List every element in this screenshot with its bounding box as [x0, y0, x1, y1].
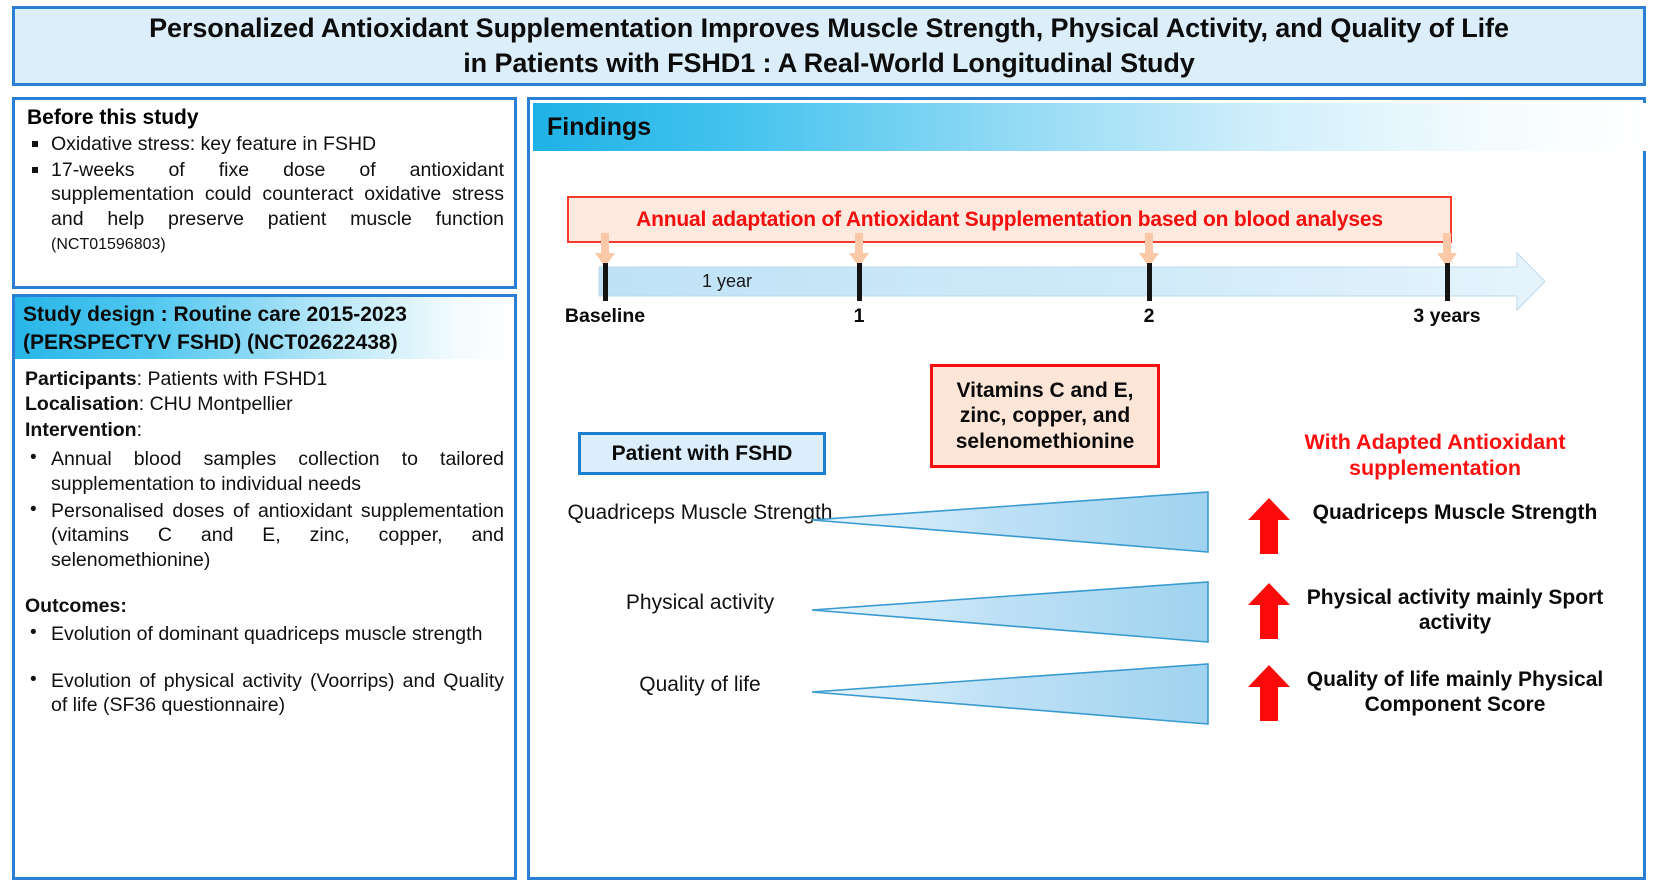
intervention-list: Annual blood samples collection to tailo…	[25, 446, 504, 573]
participants-label: Participants	[25, 368, 137, 390]
findings-header: Findings	[533, 103, 1646, 151]
with-adapted-antioxidant-headline: With Adapted Antioxidant supplementation	[1275, 430, 1595, 482]
outcomes-list: Evolution of dominant quadriceps muscle …	[25, 621, 504, 719]
study-design-box: Study design : Routine care 2015-2023 (P…	[12, 294, 517, 880]
before-this-study-box: Before this study Oxidative stress: key …	[12, 97, 517, 289]
timeline: 1 year Baseline 1 2 3 years	[527, 233, 1646, 353]
participants-row: Participants: Patients with FSHD1	[25, 367, 504, 392]
participants-value: : Patients with FSHD1	[136, 368, 328, 390]
before-this-study-list: Oxidative stress: key feature in FSHD 17…	[25, 132, 504, 256]
timeline-label-3: 3 years	[1413, 305, 1481, 327]
timeline-tick-3	[1445, 263, 1450, 301]
bullet-text: 17-weeks of fixe dose of antioxidant sup…	[51, 158, 504, 230]
up-arrow-icon	[1248, 583, 1290, 639]
outcomes-label: Outcomes:	[25, 594, 127, 617]
page-title: Personalized Antioxidant Supplementation…	[149, 11, 1509, 80]
outcome-label-quality-of-life: Quality of life	[639, 673, 761, 696]
study-design-body: Participants: Patients with FSHD1 Locali…	[15, 359, 514, 718]
vitamins-box: Vitamins C and E, zinc, copper, and sele…	[930, 364, 1160, 468]
intervention-value: :	[136, 418, 143, 441]
outcome-result-quality-of-life: Quality of life mainly Physical Componen…	[1306, 668, 1604, 717]
patient-with-fshd-text: Patient with FSHD	[611, 441, 793, 465]
adapted-headline-line-1: With Adapted Antioxidant	[1304, 430, 1566, 454]
findings-title: Findings	[547, 112, 652, 141]
wedge-quadriceps	[811, 491, 1209, 553]
wedge-quality-of-life	[811, 663, 1209, 725]
timeline-label-1: 1	[853, 305, 865, 327]
timeline-tick-1	[857, 263, 862, 301]
timeline-one-year-label: 1 year	[702, 271, 753, 291]
title-line-1: Personalized Antioxidant Supplementation…	[149, 13, 1509, 44]
timeline-label-2: 2	[1143, 305, 1155, 327]
timeline-tick-baseline	[603, 263, 608, 301]
list-item: Oxidative stress: key feature in FSHD	[25, 132, 504, 157]
list-item: Personalised doses of antioxidant supple…	[25, 498, 504, 573]
timeline-arrow-bar	[598, 251, 1546, 312]
wedge-physical-activity	[811, 581, 1209, 643]
list-item: Evolution of physical activity (Voorrips…	[25, 668, 504, 719]
adaptation-arrow-icon	[1139, 233, 1159, 267]
title-banner: Personalized Antioxidant Supplementation…	[12, 6, 1646, 86]
list-item: Annual blood samples collection to tailo…	[25, 446, 504, 497]
study-design-header-line-2: (PERSPECTYV FSHD) (NCT02622438)	[23, 330, 398, 354]
intervention-label: Intervention	[25, 418, 137, 441]
bullet-text: Oxidative stress: key feature in FSHD	[51, 133, 377, 155]
intervention-row: Intervention:	[25, 418, 504, 443]
study-design-header-line-1: Study design : Routine care 2015-2023	[23, 303, 407, 326]
outcome-label-physical-activity: Physical activity	[625, 591, 775, 614]
outcome-result-physical-activity: Physical activity mainly Sport activity	[1306, 586, 1604, 635]
adaptation-arrow-icon	[1437, 233, 1457, 267]
annual-adaptation-box: Annual adaptation of Antioxidant Supplem…	[567, 196, 1452, 243]
annual-adaptation-text: Annual adaptation of Antioxidant Supplem…	[636, 207, 1383, 231]
study-design-header: Study design : Routine care 2015-2023 (P…	[15, 297, 514, 359]
nct-id: (NCT01596803)	[51, 236, 166, 254]
title-line-2: in Patients with FSHD1 : A Real-World Lo…	[463, 48, 1195, 78]
localisation-row: Localisation: CHU Montpellier	[25, 392, 504, 417]
before-this-study-heading: Before this study	[27, 106, 199, 129]
timeline-tick-2	[1147, 263, 1152, 301]
up-arrow-icon	[1248, 498, 1290, 554]
patient-with-fshd-box: Patient with FSHD	[578, 432, 826, 475]
vitamins-text: Vitamins C and E, zinc, copper, and sele…	[955, 378, 1135, 453]
adaptation-arrow-icon	[595, 233, 615, 267]
localisation-label: Localisation	[25, 393, 139, 416]
outcome-label-quadriceps: Quadriceps Muscle Strength	[567, 501, 833, 524]
localisation-value: : CHU Montpellier	[138, 393, 293, 416]
up-arrow-icon	[1248, 665, 1290, 721]
adaptation-arrow-icon	[849, 233, 869, 267]
timeline-label-baseline: Baseline	[564, 305, 646, 327]
adapted-headline-line-2: supplementation	[1348, 455, 1521, 480]
list-item: 17-weeks of fixe dose of antioxidant sup…	[25, 158, 504, 256]
list-item: Evolution of dominant quadriceps muscle …	[25, 621, 504, 647]
outcome-result-quadriceps: Quadriceps Muscle Strength	[1312, 501, 1598, 524]
